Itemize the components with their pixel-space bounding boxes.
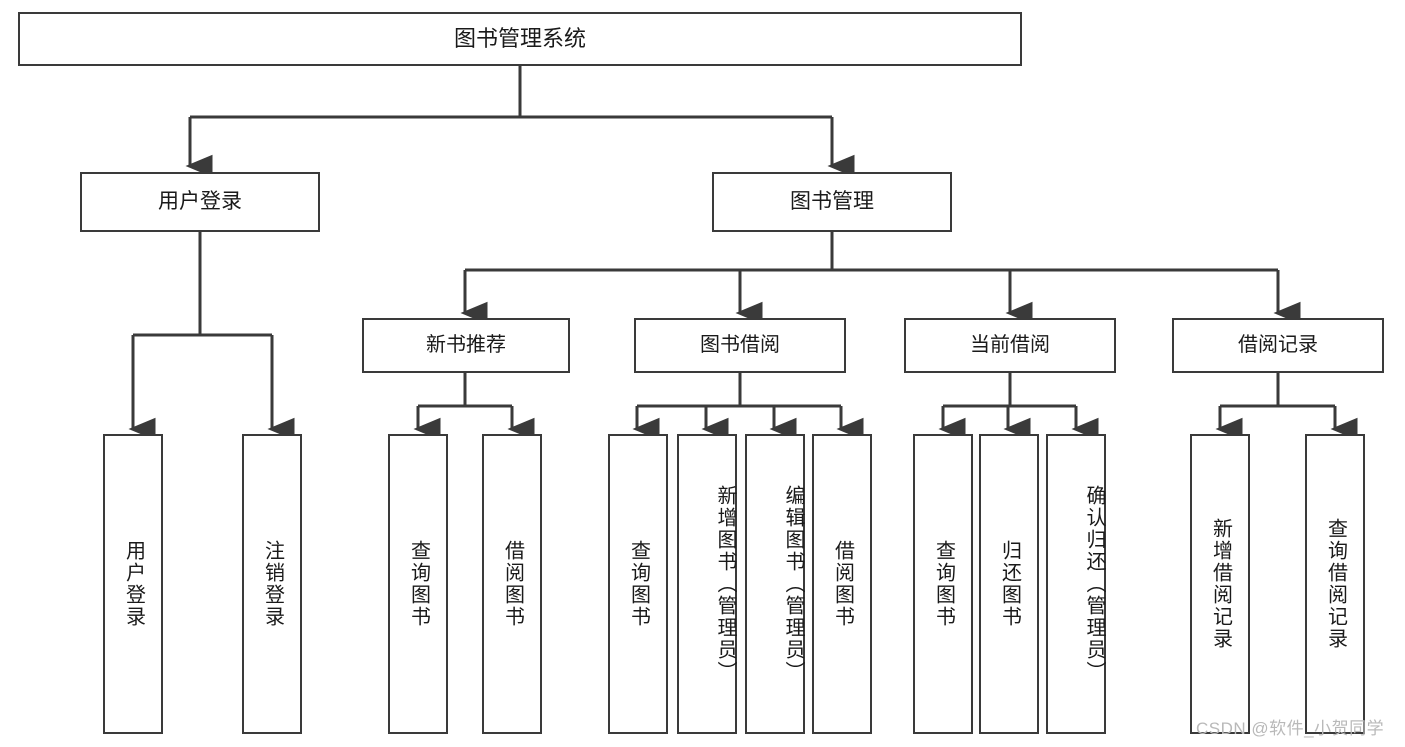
node-root[interactable]: 图书管理系统 <box>18 12 1022 66</box>
node-new-book-recommend-label: 新书推荐 <box>426 334 506 356</box>
leaf-logout-label: 注销登录 <box>261 540 284 628</box>
leaf-query-book-3-label: 查询图书 <box>932 540 955 628</box>
leaf-add-record-label: 新增借阅记录 <box>1209 518 1232 650</box>
node-root-label: 图书管理系统 <box>453 26 586 52</box>
leaf-logout[interactable]: 注销登录 <box>242 434 302 734</box>
leaf-confirm-return[interactable]: 确认归还（管理员） <box>1046 434 1106 734</box>
leaf-query-book-1-label: 查询图书 <box>407 540 430 628</box>
leaf-confirm-return-label: 确认归还（管理员） <box>1083 485 1105 683</box>
leaf-query-book-3[interactable]: 查询图书 <box>913 434 973 734</box>
leaf-query-record[interactable]: 查询借阅记录 <box>1305 434 1365 734</box>
leaf-query-book-1[interactable]: 查询图书 <box>388 434 448 734</box>
leaf-edit-book[interactable]: 编辑图书（管理员） <box>745 434 805 734</box>
node-current-borrow-label: 当前借阅 <box>970 334 1050 356</box>
leaf-return-book-label: 归还图书 <box>998 540 1021 628</box>
node-borrow-record[interactable]: 借阅记录 <box>1172 318 1384 373</box>
leaf-query-book-2-label: 查询图书 <box>627 540 650 628</box>
node-current-borrow[interactable]: 当前借阅 <box>904 318 1116 373</box>
leaf-add-record[interactable]: 新增借阅记录 <box>1190 434 1250 734</box>
leaf-query-record-label: 查询借阅记录 <box>1324 518 1347 650</box>
node-user-login[interactable]: 用户登录 <box>80 172 320 232</box>
node-book-borrow[interactable]: 图书借阅 <box>634 318 846 373</box>
leaf-user-login[interactable]: 用户登录 <box>103 434 163 734</box>
leaf-borrow-book-1[interactable]: 借阅图书 <box>482 434 542 734</box>
node-book-manage[interactable]: 图书管理 <box>712 172 952 232</box>
node-book-manage-label: 图书管理 <box>790 189 874 213</box>
csdn-watermark: CSDN @软件_小贺同学 <box>1196 719 1385 738</box>
leaf-return-book[interactable]: 归还图书 <box>979 434 1039 734</box>
node-book-borrow-label: 图书借阅 <box>700 334 780 356</box>
leaf-add-book-label: 新增图书（管理员） <box>714 485 736 683</box>
node-new-book-recommend[interactable]: 新书推荐 <box>362 318 570 373</box>
leaf-borrow-book-1-label: 借阅图书 <box>501 540 524 628</box>
node-borrow-record-label: 借阅记录 <box>1238 334 1318 356</box>
leaf-add-book[interactable]: 新增图书（管理员） <box>677 434 737 734</box>
leaf-borrow-book-2[interactable]: 借阅图书 <box>812 434 872 734</box>
node-user-login-label: 用户登录 <box>158 189 242 213</box>
leaf-borrow-book-2-label: 借阅图书 <box>831 540 854 628</box>
leaf-edit-book-label: 编辑图书（管理员） <box>782 485 804 683</box>
leaf-user-login-label: 用户登录 <box>122 540 145 628</box>
leaf-query-book-2[interactable]: 查询图书 <box>608 434 668 734</box>
